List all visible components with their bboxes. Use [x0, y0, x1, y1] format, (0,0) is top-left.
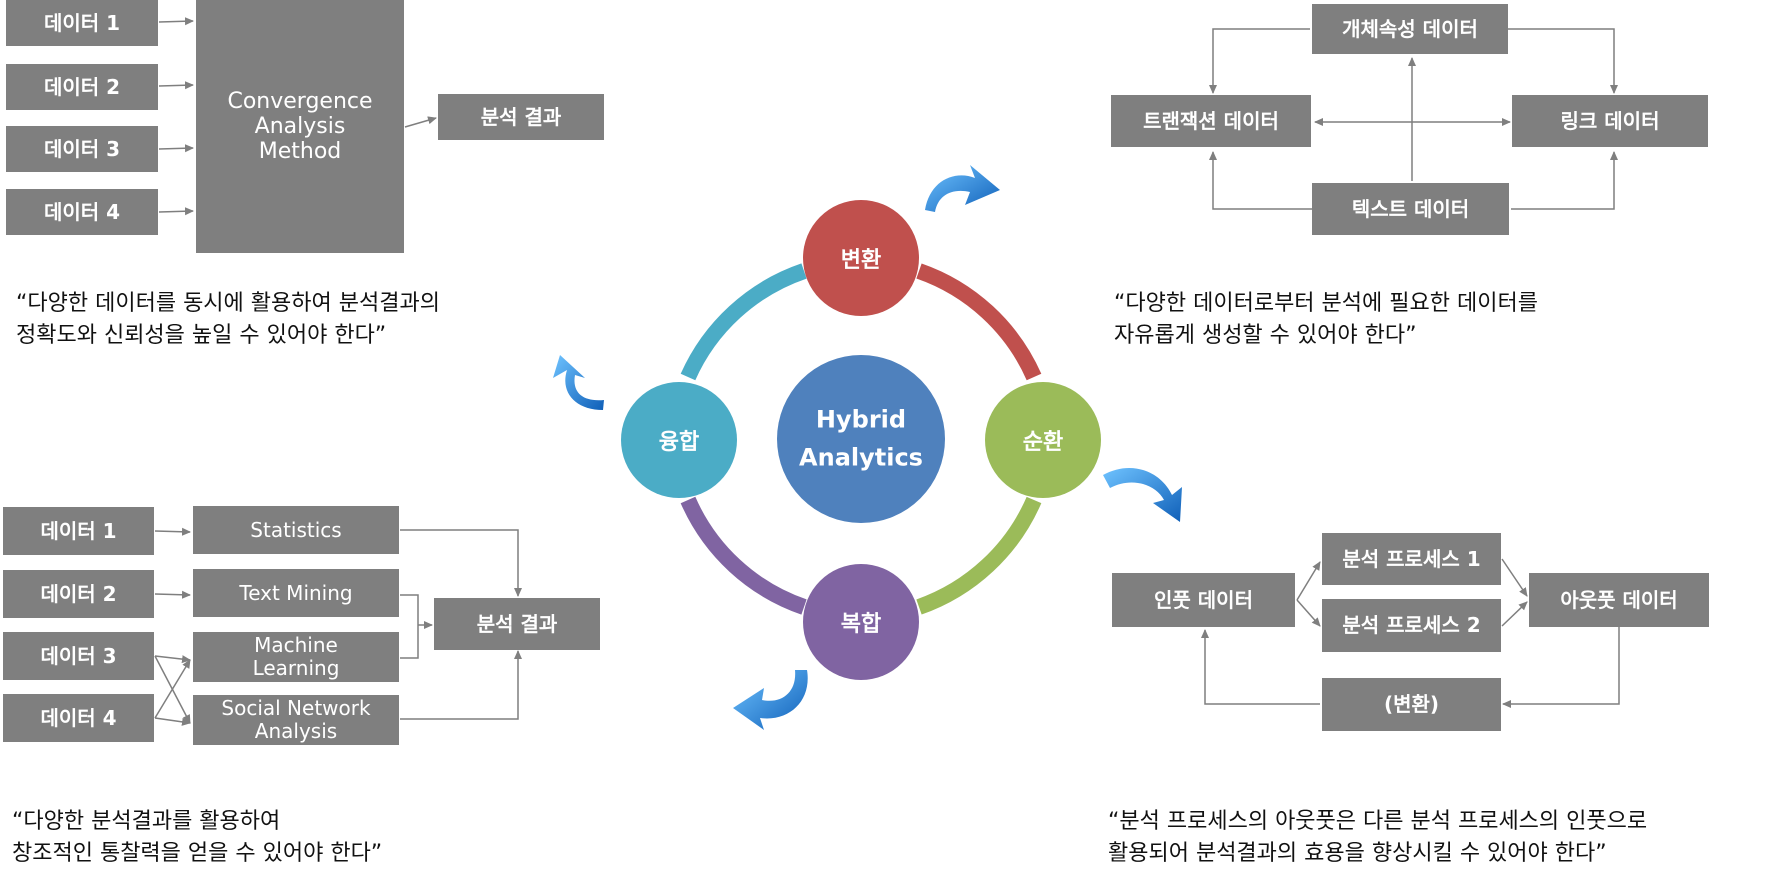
q3-method-machine-learning: Machine Learning — [193, 632, 399, 682]
curved-arrow-icon — [1103, 467, 1182, 522]
q2-quote-line1: “다양한 데이터로부터 분석에 필요한 데이터를 — [1114, 291, 1538, 316]
node-left-circle — [621, 382, 737, 498]
q1-data-4: 데이터 4 — [6, 189, 158, 235]
q4-quote-line2: 활용되어 분석결과의 효용을 향상시킬 수 있어야 한다” — [1108, 840, 1607, 866]
q2-text-data: 텍스트 데이터 — [1312, 183, 1509, 235]
q3-quote: “다양한 분석결과를 활용하여 창조적인 통찰력을 얻을 수 있어야 한다” — [12, 806, 382, 870]
curved-arrow-icon — [733, 670, 808, 730]
q1-data-3: 데이터 3 — [6, 126, 158, 172]
center-title-line1: Hybrid — [815, 405, 907, 434]
q4-input-data: 인풋 데이터 — [1112, 573, 1295, 627]
arc-convergence — [680, 263, 807, 381]
q1-connectors — [158, 17, 437, 216]
node-bottom-circle — [803, 564, 919, 680]
q1-method-line3: Method — [258, 139, 342, 165]
node-bottom-label: 복합 — [840, 612, 882, 637]
q3-data-4: 데이터 4 — [3, 694, 154, 742]
q2-link-data: 링크 데이터 — [1512, 95, 1708, 147]
q1-data-2: 데이터 2 — [6, 64, 158, 110]
q2-quote: “다양한 데이터로부터 분석에 필요한 데이터를 자유롭게 생성할 수 있어야 … — [1114, 288, 1538, 352]
center-circle — [777, 355, 945, 523]
q1-quote: “다양한 데이터를 동시에 활용하여 분석결과의 정확도와 신뢰성을 높일 수 … — [16, 288, 440, 352]
q1-data-1: 데이터 1 — [6, 0, 158, 46]
arc-conversion — [916, 263, 1042, 381]
curved-arrow-icon — [553, 355, 604, 410]
q1-method-box: Convergence Analysis Method — [196, 0, 404, 253]
q4-quote-line1: “분석 프로세스의 아웃풋은 다른 분석 프로세스의 인풋으로 — [1108, 809, 1648, 834]
node-left-label: 융합 — [658, 430, 700, 455]
q3-result: 분석 결과 — [434, 598, 600, 650]
ring-arcs — [680, 263, 1042, 615]
center-title-line2: Analytics — [799, 444, 923, 472]
q1-quote-line2: 정확도와 신뢰성을 높일 수 있어야 한다” — [16, 322, 387, 348]
arc-circulation — [916, 496, 1042, 615]
q2-entity-data: 개체속성 데이터 — [1312, 4, 1508, 54]
node-right-circle — [985, 382, 1101, 498]
q4-transform: (변환) — [1322, 678, 1501, 731]
q1-quote-line1: “다양한 데이터를 동시에 활용하여 분석결과의 — [16, 291, 440, 316]
q3-quote-line1: “다양한 분석결과를 활용하여 — [12, 809, 281, 834]
node-right-label: 순환 — [1022, 430, 1064, 455]
curved-arrow-icon — [925, 165, 1000, 212]
q3-data-2: 데이터 2 — [3, 570, 154, 618]
q4-process-2: 분석 프로세스 2 — [1322, 599, 1501, 652]
q3-method-statistics: Statistics — [193, 506, 399, 554]
q3-connectors — [154, 527, 522, 726]
node-top-circle — [803, 200, 919, 316]
node-top-label: 변환 — [840, 248, 882, 273]
q3-quote-line2: 창조적인 통찰력을 얻을 수 있어야 한다” — [12, 840, 383, 866]
q1-method-line1: Convergence — [227, 88, 373, 114]
q3-data-3: 데이터 3 — [3, 632, 154, 680]
q4-process-1: 분석 프로세스 1 — [1322, 533, 1501, 585]
q3-method-text-mining: Text Mining — [193, 569, 399, 617]
q1-result: 분석 결과 — [438, 94, 604, 140]
q3-method-sna: Social Network Analysis — [193, 695, 399, 745]
q2-transaction-data: 트랜잭션 데이터 — [1111, 95, 1311, 147]
arc-complex — [680, 496, 807, 615]
q2-quote-line2: 자유롭게 생성할 수 있어야 한다” — [1114, 322, 1417, 348]
q4-output-data: 아웃풋 데이터 — [1529, 573, 1709, 627]
q4-connectors — [1201, 558, 1620, 708]
q4-quote: “분석 프로세스의 아웃풋은 다른 분석 프로세스의 인풋으로 활용되어 분석결… — [1108, 806, 1647, 870]
q1-method-line2: Analysis — [254, 113, 346, 139]
q3-data-1: 데이터 1 — [3, 507, 154, 555]
center-title: Hybrid Analytics — [799, 401, 923, 478]
q2-connectors — [1209, 28, 1618, 210]
